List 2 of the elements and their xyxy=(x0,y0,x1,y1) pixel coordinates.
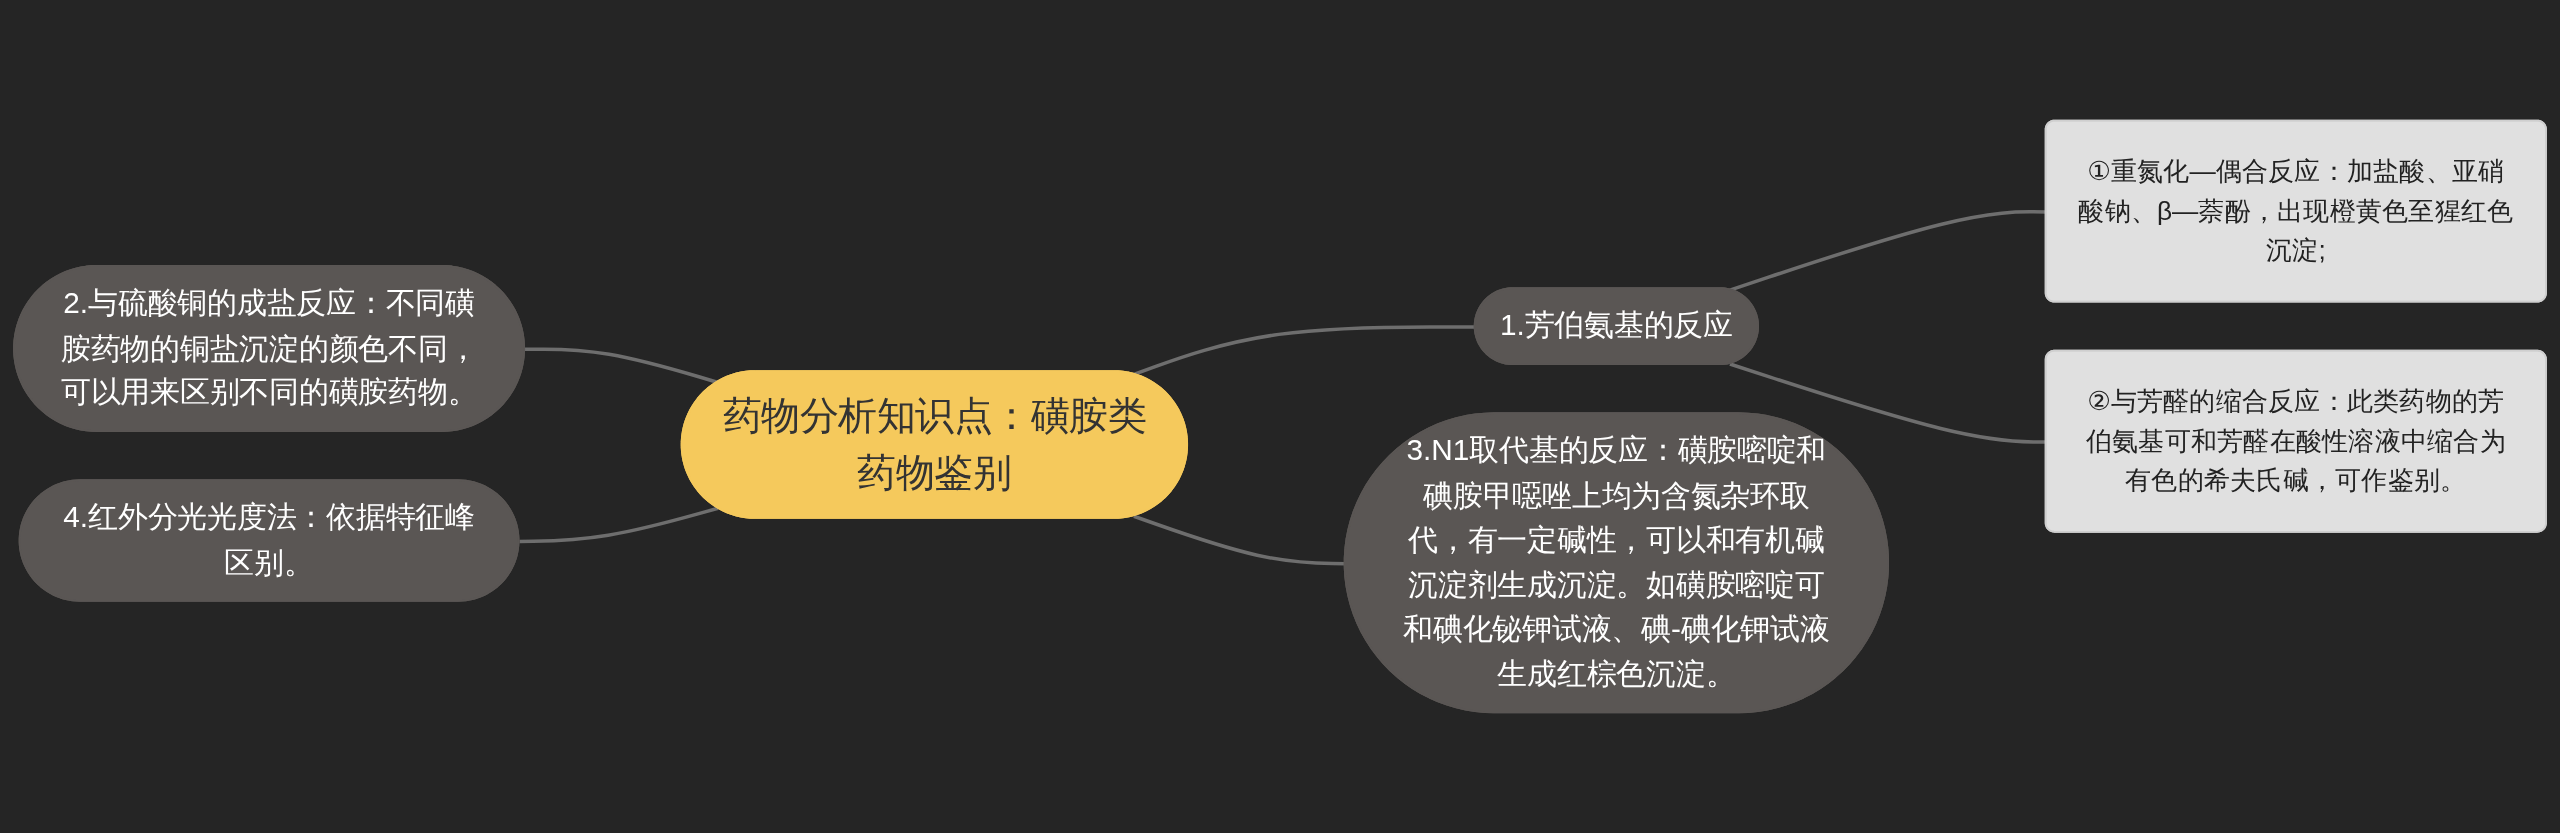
connector xyxy=(519,506,719,544)
connector xyxy=(525,347,719,385)
